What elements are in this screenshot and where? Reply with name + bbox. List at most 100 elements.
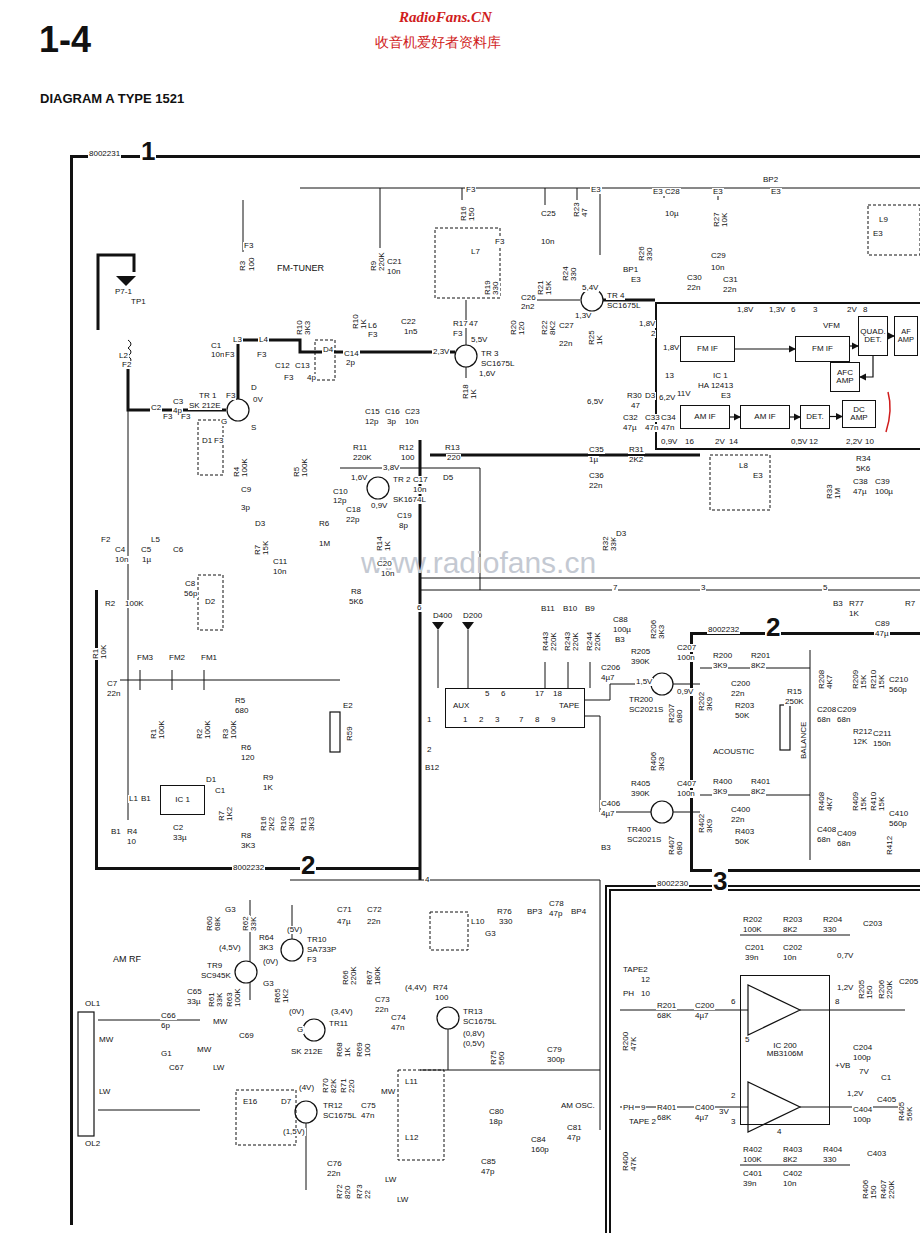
component-label: 18p bbox=[488, 1118, 503, 1126]
component-label: C200 bbox=[730, 680, 751, 688]
component-label: C403 bbox=[866, 1150, 887, 1158]
component-label: C7 bbox=[106, 680, 118, 688]
node-text: IC 1 bbox=[712, 372, 729, 380]
component-label: C78 bbox=[548, 900, 565, 908]
component-label: R9 bbox=[262, 774, 274, 782]
component-label: E3 bbox=[712, 188, 724, 196]
component-label: R59 bbox=[346, 725, 354, 742]
component-label: 1M bbox=[318, 540, 331, 548]
component-label: 47 bbox=[468, 320, 479, 328]
component-label: C208 bbox=[816, 706, 837, 714]
component-label: L1 bbox=[128, 795, 139, 803]
component-label: PH bbox=[622, 990, 635, 998]
component-label: 22n bbox=[686, 284, 701, 292]
component-label: C5 bbox=[140, 546, 152, 554]
page-number: 1-4 bbox=[38, 22, 92, 58]
component-label: R202 bbox=[742, 916, 763, 924]
component-label: 10n bbox=[386, 268, 401, 276]
component-label: 220K bbox=[594, 631, 602, 652]
component-label: 3K3 bbox=[308, 816, 316, 832]
component-label: R2 bbox=[104, 600, 116, 608]
component-label: R75 bbox=[490, 1049, 498, 1066]
component-label: C28 bbox=[664, 188, 681, 196]
component-label: C75 bbox=[360, 1102, 377, 1110]
component-label: R409 bbox=[852, 791, 860, 812]
component-label: 3K9 bbox=[706, 696, 714, 712]
component-label: LW bbox=[384, 1176, 397, 1184]
component-label: 10n bbox=[380, 570, 395, 578]
component-label: SC1675L bbox=[462, 1018, 497, 1026]
component-label: 10 bbox=[640, 990, 651, 998]
component-label: PH bbox=[622, 1104, 635, 1112]
component-label: L10 bbox=[470, 918, 485, 926]
component-label: 39n bbox=[742, 1180, 757, 1188]
component-label: C205 bbox=[898, 978, 919, 986]
component-label: R201 bbox=[656, 1002, 677, 1010]
diode-symbol bbox=[432, 622, 474, 630]
component-label: 0,7V bbox=[836, 952, 854, 960]
component-label: 680 bbox=[676, 709, 684, 724]
component-label: R70 bbox=[322, 1077, 330, 1094]
component-label: 4µ7 bbox=[600, 810, 616, 818]
node-text: 8002232 bbox=[707, 626, 740, 634]
component-label: 56K bbox=[906, 1106, 914, 1122]
shield-can bbox=[430, 912, 468, 950]
component-label: F3 bbox=[283, 374, 294, 382]
transistor-symbol bbox=[235, 961, 257, 983]
component-label: L4 bbox=[258, 336, 269, 344]
component-label: 560 bbox=[498, 1051, 506, 1066]
component-label: 220K bbox=[888, 1179, 896, 1200]
component-label: 2 bbox=[426, 746, 432, 754]
component-label: L7 bbox=[470, 248, 481, 256]
component-label: C4 bbox=[114, 546, 126, 554]
component-label: 5,4V bbox=[581, 284, 599, 292]
component-label: 15K bbox=[860, 674, 868, 690]
component-label: 7 bbox=[518, 716, 524, 724]
component-label: 2K2 bbox=[628, 456, 644, 464]
diagram-title: DIAGRAM A TYPE 1521 bbox=[40, 92, 184, 105]
component-label: 22n bbox=[722, 286, 737, 294]
component-label: (3,4V) bbox=[330, 1008, 354, 1016]
opamp-symbol bbox=[748, 985, 800, 1132]
component-label: C79 bbox=[546, 1046, 563, 1054]
component-label: 820 bbox=[344, 1185, 352, 1200]
component-label: C35 bbox=[588, 446, 605, 454]
component-label: E3 bbox=[752, 472, 764, 480]
pen-mark bbox=[886, 392, 890, 432]
component-label: F3 bbox=[225, 392, 236, 400]
node-text: AF AMP bbox=[896, 328, 916, 344]
component-label: G bbox=[296, 1026, 304, 1034]
component-label: TR9 bbox=[206, 962, 223, 970]
component-label: R408 bbox=[818, 791, 826, 812]
component-label: 100µ bbox=[874, 488, 894, 496]
component-label: 2V bbox=[846, 306, 858, 314]
component-label: C9 bbox=[240, 486, 252, 494]
component-label: R402 bbox=[698, 813, 706, 834]
component-label: 10n bbox=[782, 1180, 797, 1188]
component-label: 5K6 bbox=[348, 598, 364, 606]
signal-arrow bbox=[830, 416, 842, 417]
component-label: 1M bbox=[834, 487, 842, 500]
component-label: D5 bbox=[442, 474, 454, 482]
component-label: TR200 bbox=[628, 696, 654, 704]
component-label: E3 bbox=[720, 392, 732, 400]
component-label: 68n bbox=[816, 836, 831, 844]
component-label: C27 bbox=[558, 322, 575, 330]
component-label: 1K bbox=[360, 318, 368, 330]
component-label: 47µ bbox=[852, 488, 868, 496]
component-label: C408 bbox=[816, 826, 837, 834]
component-label: B1 bbox=[140, 795, 152, 803]
shield-can bbox=[868, 205, 920, 255]
component-label: R401 bbox=[656, 1104, 677, 1112]
component-label: FM3 bbox=[136, 654, 154, 662]
component-label: 6 bbox=[416, 604, 422, 612]
node-text: 3 bbox=[712, 868, 728, 894]
component-label: 68n bbox=[836, 840, 851, 848]
ic-block: FM IF bbox=[680, 336, 735, 362]
module-frame: 80022322IC 1 bbox=[95, 590, 420, 870]
component-label: 4µ7 bbox=[600, 674, 616, 682]
component-label: R20 bbox=[510, 319, 518, 336]
component-label: TR 2 bbox=[392, 476, 411, 484]
component-label: R204 bbox=[822, 916, 843, 924]
shield-can bbox=[198, 205, 920, 1160]
